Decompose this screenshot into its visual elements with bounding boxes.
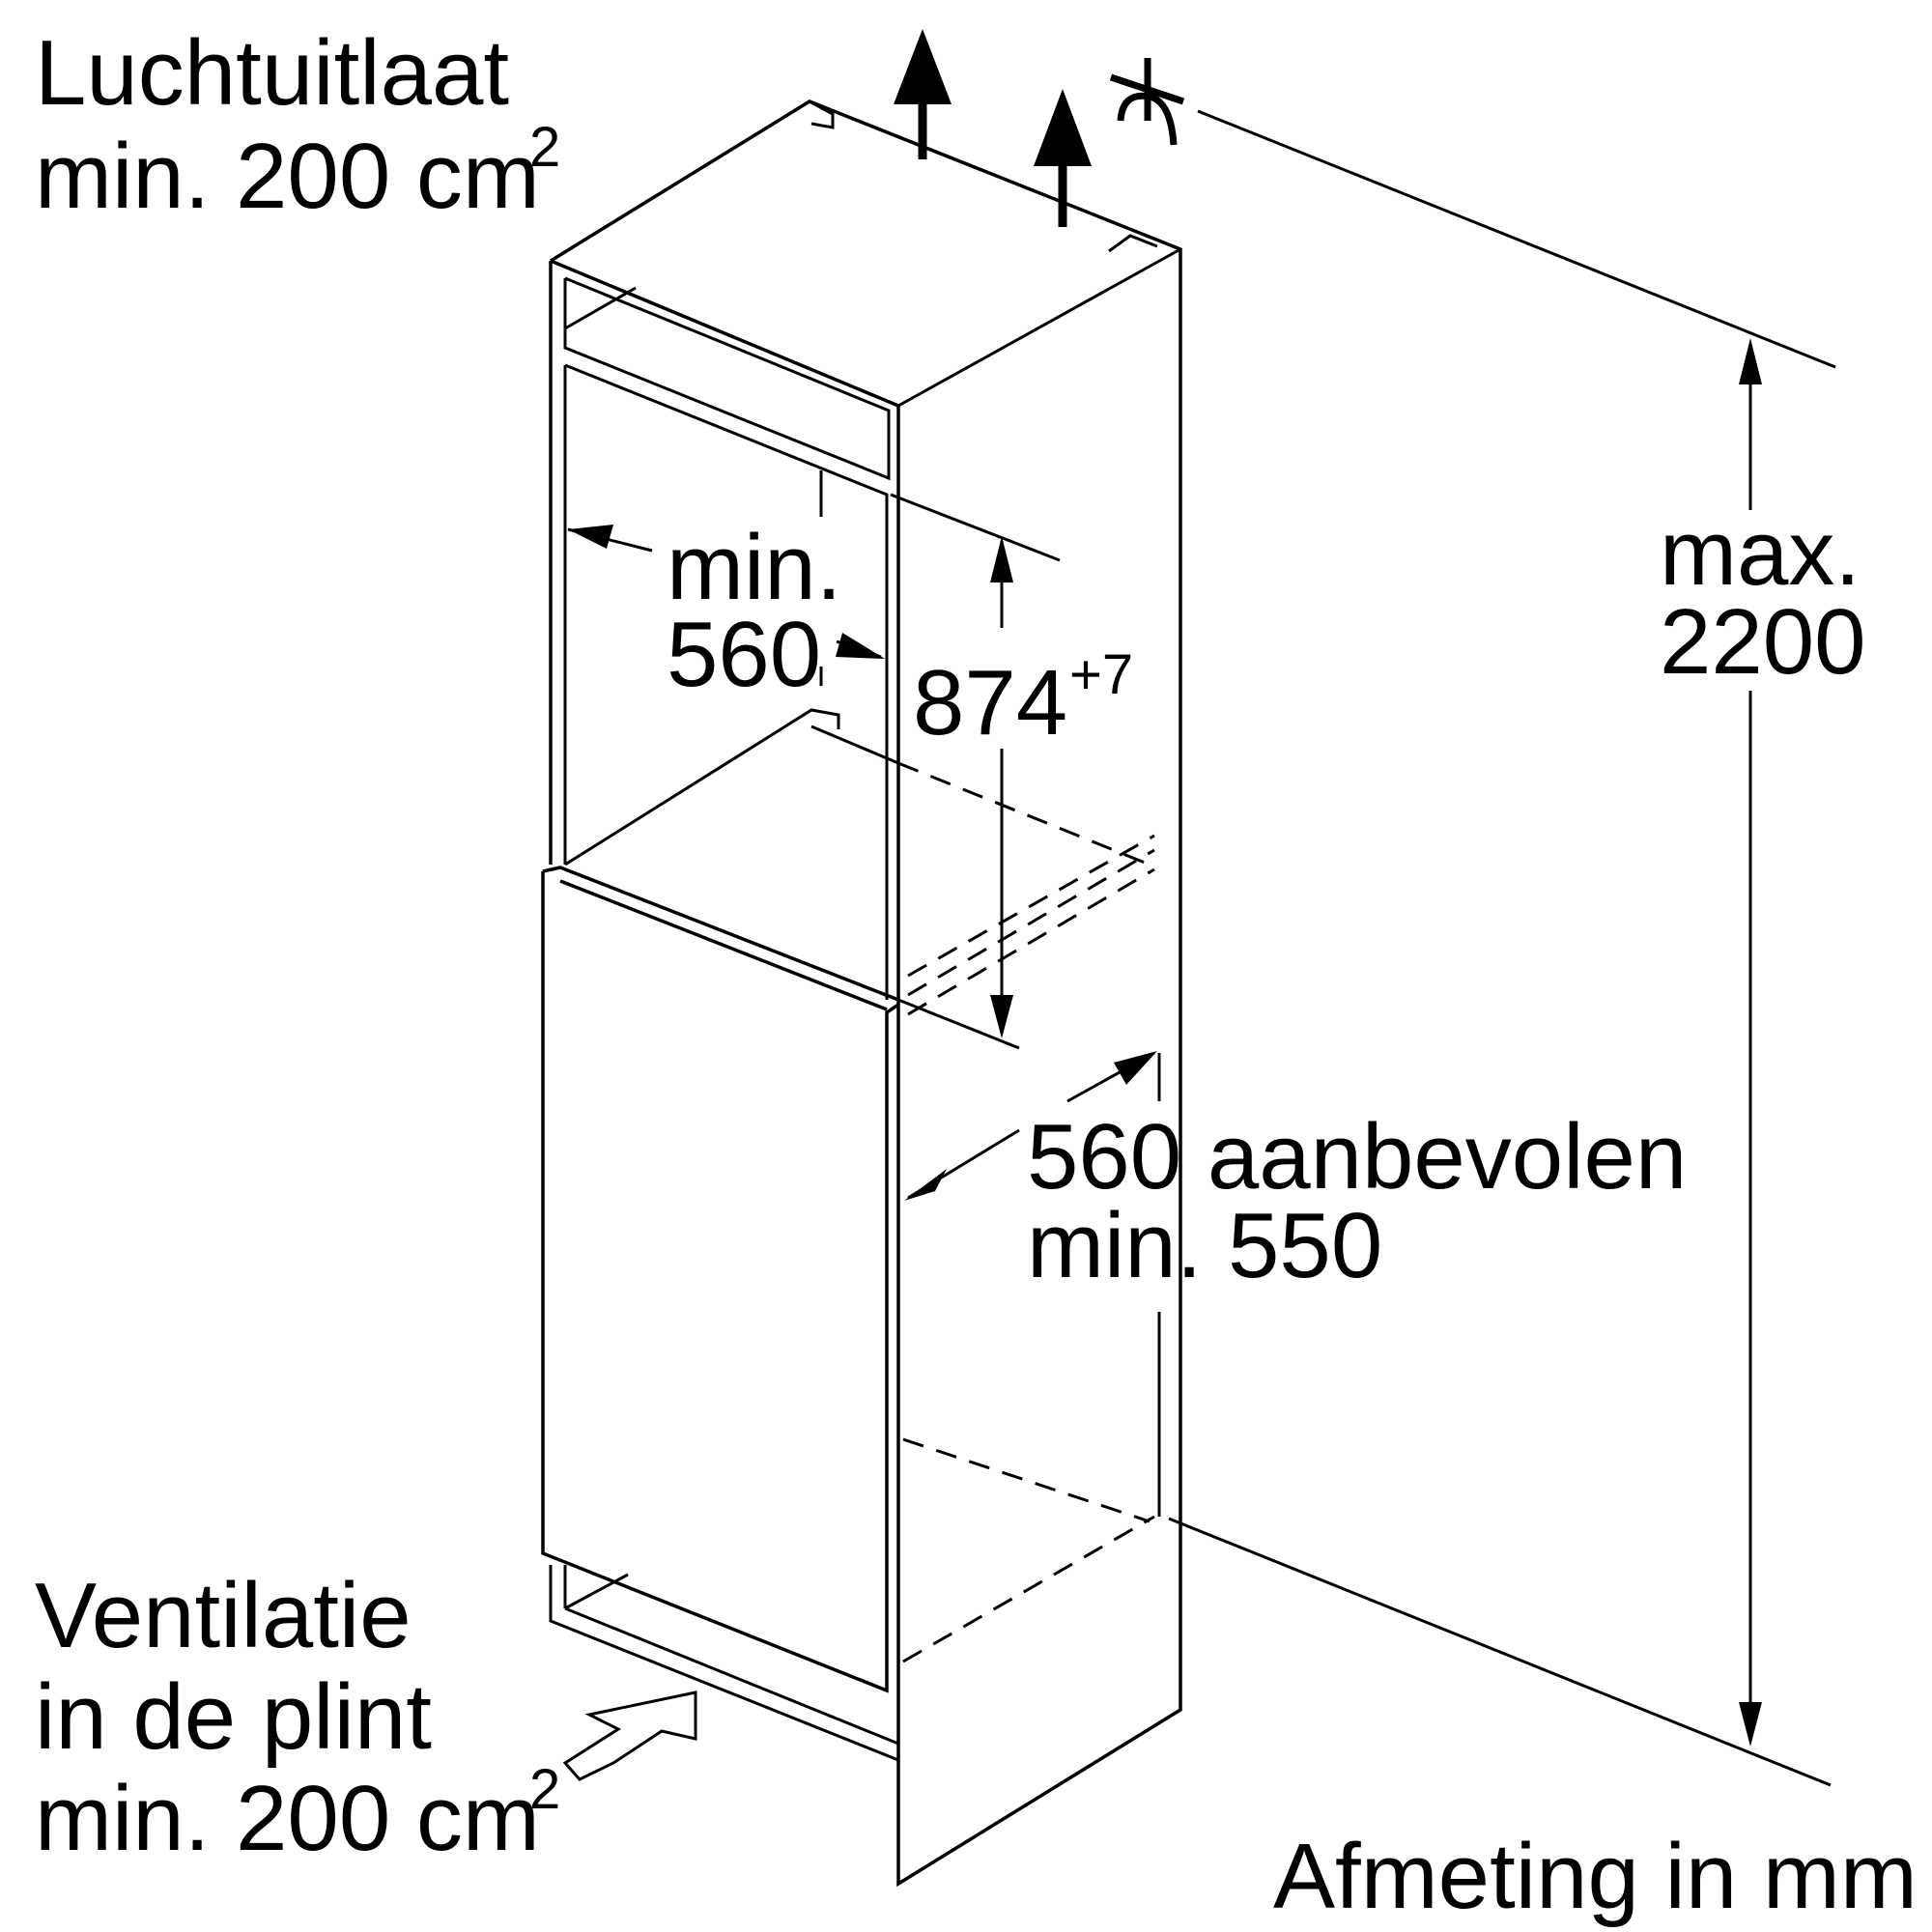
air-outlet-arrow-icon [894,29,952,159]
air-outlet-area-superscript: 2 [529,116,560,179]
niche-height-dimension [890,493,1061,1050]
max-height-break-symbol-icon [1109,58,1185,146]
air-outlet-area-label: min. 200 cm [35,125,540,228]
hidden-edges [897,761,1155,1663]
cabinet-outline [541,99,1182,1888]
ventilation-label: Ventilatie [35,1564,412,1667]
max-height-label-value: 2200 [1660,590,1866,694]
depth-label-min: min. 550 [1027,1194,1382,1297]
max-height-dimension [1168,109,1836,1787]
air-inlet-arrow-icon [562,1690,697,1781]
air-outlet-label: Luchtuitlaat [35,21,509,125]
niche-height-value: 874 [913,651,1067,754]
ventilation-area-superscript: 2 [529,1758,560,1821]
inner-width-dimension [567,470,885,686]
depth-label-recommended: 560 aanbevolen [1027,1105,1687,1208]
max-height-label-max: max. [1660,501,1861,605]
ventilation-area-label: min. 200 cm [35,1767,540,1870]
inner-width-label-min: min. [667,516,841,619]
units-note: Afmeting in mm [1273,1825,1918,1928]
inner-width-label-value: 560 [667,603,821,706]
niche-height-tolerance: +7 [1069,643,1133,706]
air-outlet-arrow-icon-2 [1034,89,1092,227]
ventilation-location-label: in de plint [35,1665,432,1769]
depth-dimension [904,1051,1161,1517]
